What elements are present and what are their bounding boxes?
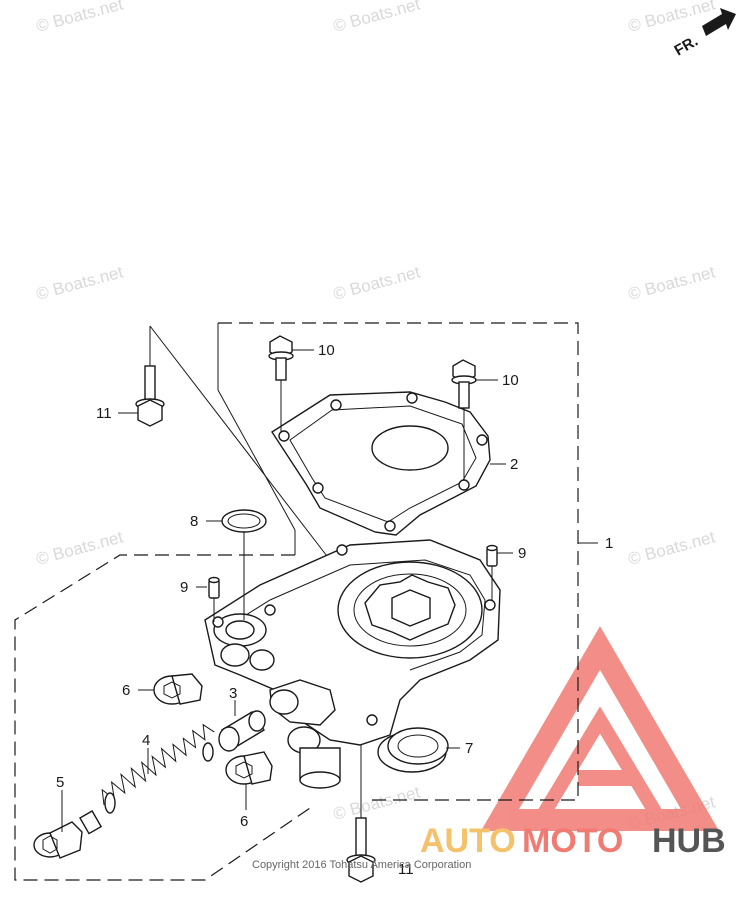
brand-part-auto: AUTO bbox=[420, 822, 516, 860]
bolt-11-lower bbox=[346, 817, 376, 883]
watermark: © Boats.net bbox=[34, 262, 125, 303]
watermark: © Boats.net bbox=[626, 0, 717, 36]
brand-part-hub: HUB bbox=[652, 822, 726, 860]
watermark: © Boats.net bbox=[331, 0, 422, 36]
watermark: © Boats.net bbox=[626, 262, 717, 303]
callout-6-upper: 6 bbox=[122, 682, 130, 699]
callout-11-lower: 11 bbox=[398, 861, 414, 878]
relief-valve-plug bbox=[33, 810, 103, 859]
callout-11-upper: 11 bbox=[96, 405, 112, 422]
callout-2: 2 bbox=[510, 456, 518, 473]
callout-6-lower: 6 bbox=[240, 813, 248, 830]
copyright-notice: Copyright 2016 Tohatsu America Corporati… bbox=[252, 859, 471, 871]
oil-pump-housing bbox=[204, 539, 501, 789]
bolt-11-upper bbox=[135, 365, 165, 427]
o-ring bbox=[221, 509, 267, 533]
callout-10-left: 10 bbox=[318, 342, 335, 359]
callout-4: 4 bbox=[142, 732, 150, 749]
watermark: © Boats.net bbox=[331, 262, 422, 303]
brand-wordmark: AUTO MOTO HUB bbox=[420, 822, 726, 860]
callout-7: 7 bbox=[465, 740, 473, 757]
callout-9-left: 9 bbox=[180, 579, 188, 596]
callout-9-right: 9 bbox=[518, 545, 526, 562]
callout-10-right: 10 bbox=[502, 372, 519, 389]
callout-8: 8 bbox=[190, 513, 198, 530]
watermark: © Boats.net bbox=[34, 0, 125, 36]
relief-valve-spring bbox=[101, 723, 215, 814]
callout-5: 5 bbox=[56, 774, 64, 791]
oil-seal bbox=[377, 727, 449, 773]
dowel-pin-right bbox=[486, 544, 498, 567]
front-direction-label: FR. bbox=[672, 33, 701, 60]
watermark: © Boats.net bbox=[331, 782, 422, 823]
dowel-pin-left bbox=[208, 576, 220, 599]
leader-lines bbox=[61, 349, 598, 832]
watermark: © Boats.net bbox=[626, 527, 717, 568]
bolt-10-left bbox=[268, 335, 294, 381]
callout-3: 3 bbox=[229, 685, 237, 702]
assembly-outline bbox=[14, 322, 579, 881]
brand-logo-icon bbox=[480, 626, 720, 831]
callouts: 1 2 3 4 5 6 6 7 8 9 9 10 10 11 11 bbox=[56, 342, 613, 878]
plug-lower bbox=[225, 751, 273, 785]
plug-upper bbox=[153, 673, 203, 705]
bolt-10-right bbox=[451, 359, 477, 409]
callout-1: 1 bbox=[605, 535, 613, 552]
brand-part-moto: MOTO bbox=[522, 822, 623, 860]
relief-valve-sleeve bbox=[218, 710, 266, 752]
oil-pump-gasket bbox=[271, 391, 491, 536]
watermark: © Boats.net bbox=[34, 527, 125, 568]
